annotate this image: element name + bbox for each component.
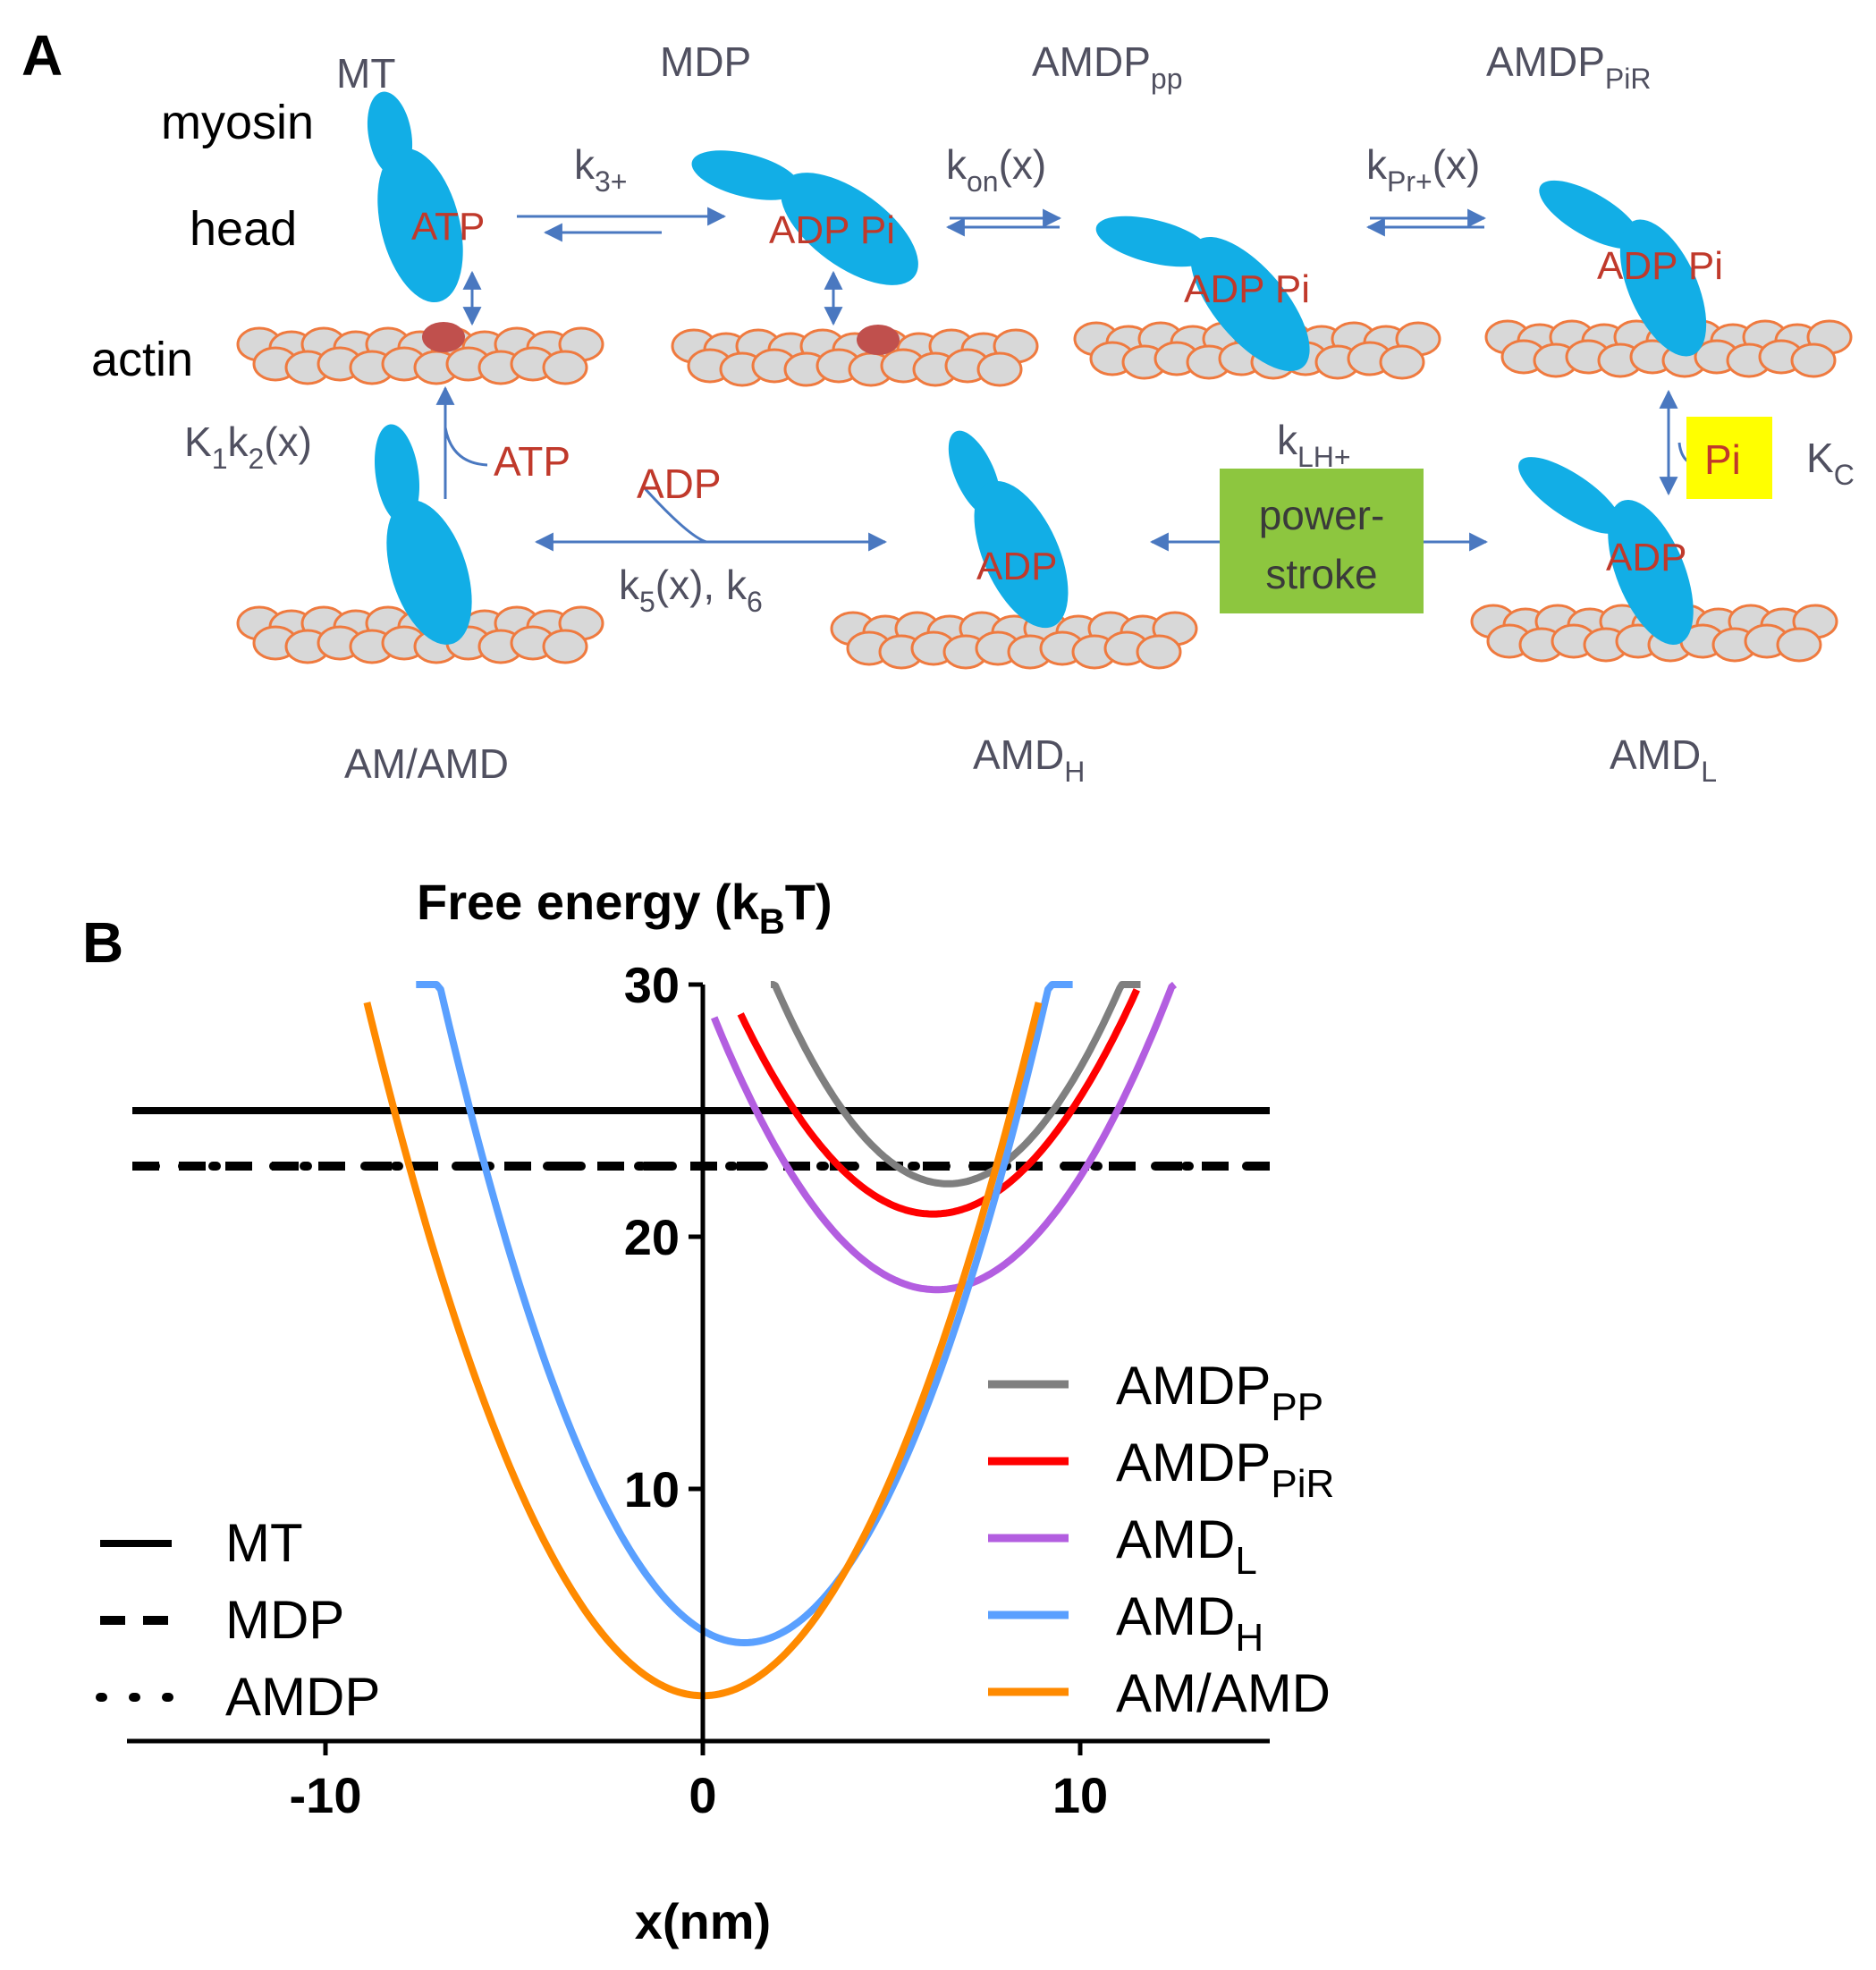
powerstroke-line1: power- bbox=[1259, 492, 1385, 538]
rate-k3: k3+ bbox=[574, 141, 627, 198]
head-label-amdp-pp: ADP Pi bbox=[1184, 267, 1310, 311]
pi-box bbox=[1686, 417, 1772, 499]
rate-klh: kLH+ bbox=[1277, 417, 1351, 473]
panel-a-label: A bbox=[21, 23, 63, 88]
actin-filament-amdp-pir bbox=[1484, 319, 1853, 378]
x-axis-label: x(nm) bbox=[635, 1893, 771, 1949]
legend-label-amd_h: AMDH bbox=[1116, 1586, 1263, 1660]
legend-label-amdp: AMDP bbox=[225, 1667, 380, 1727]
head-label-amd-l: ADP bbox=[1606, 536, 1686, 579]
state-am-amd-label: AM/AMD bbox=[344, 740, 509, 787]
series-curve-amdp_pir bbox=[737, 988, 1140, 1218]
x-tick-label: -10 bbox=[290, 1767, 362, 1823]
powerstroke-box bbox=[1220, 469, 1424, 613]
x-tick-label: 0 bbox=[689, 1767, 716, 1823]
rate-k1k2: K1k2(x) bbox=[184, 419, 312, 475]
panel-b-label: B bbox=[82, 910, 123, 975]
actin-label: actin bbox=[91, 333, 193, 386]
actin-monomer bbox=[542, 629, 588, 664]
ligand-atp: ATP bbox=[494, 438, 570, 485]
rate-kon: kon(x) bbox=[946, 141, 1046, 198]
legend-label-mt: MT bbox=[225, 1513, 303, 1573]
panel-b: B Free energy (kBT) x(nm) -10 0 10 10 20 30 M… bbox=[82, 874, 1334, 1949]
actin-monomer bbox=[1379, 344, 1425, 380]
ligand-pi: Pi bbox=[1704, 436, 1741, 483]
actin-monomer bbox=[542, 350, 588, 385]
myosin-head-amd-h bbox=[948, 430, 1069, 629]
chart-title: Free energy (kBT) bbox=[417, 874, 832, 942]
state-amd-l-label: AMDL bbox=[1610, 731, 1717, 788]
rate-kc: KC bbox=[1806, 435, 1855, 491]
head-label-mdp: ADP Pi bbox=[769, 208, 895, 252]
actin-filament-mdp bbox=[671, 328, 1039, 387]
powerstroke-line2: stroke bbox=[1265, 551, 1377, 597]
series-curve-amd_l bbox=[710, 981, 1178, 1294]
state-amdp-pir-label: AMDPPiR bbox=[1486, 38, 1651, 95]
myosin-head-amd-l bbox=[1518, 457, 1694, 645]
head-label: head bbox=[190, 202, 297, 256]
y-tick-label: 10 bbox=[624, 1461, 680, 1518]
legend-label-amdp_pp: AMDPPP bbox=[1116, 1356, 1323, 1429]
actin-monomer bbox=[976, 351, 1023, 387]
actin-filament-amd-l bbox=[1470, 604, 1838, 663]
ligand-adp: ADP bbox=[637, 461, 722, 507]
legend-label-amdp_pir: AMDPPiR bbox=[1116, 1433, 1334, 1506]
x-tick-label: 10 bbox=[1052, 1767, 1108, 1823]
myosin-head-am-amd bbox=[374, 424, 472, 645]
legend-label-amd_l: AMDL bbox=[1116, 1509, 1257, 1583]
panel-a: A myosin head actin MT MDP AMDPpp AMDPPi… bbox=[21, 23, 1855, 788]
state-amdp-pp-label: AMDPpp bbox=[1032, 38, 1183, 95]
series-curve-amd_h bbox=[416, 981, 1073, 1646]
myosin-head-amdp-pp bbox=[1095, 216, 1310, 372]
head-label-mt: ATP bbox=[411, 205, 485, 249]
state-amd-h-label: AMDH bbox=[973, 731, 1085, 788]
legend-label-mdp: MDP bbox=[225, 1590, 344, 1650]
actin-monomer bbox=[1776, 627, 1822, 663]
head-label-amd-h: ADP bbox=[976, 545, 1057, 588]
actin-filament-amd-h bbox=[830, 611, 1198, 670]
myosin-label: myosin bbox=[161, 96, 314, 149]
series-curve-amdp_pp bbox=[769, 981, 1142, 1188]
y-tick-label: 20 bbox=[624, 1209, 680, 1265]
rate-k5k6: k5(x), k6 bbox=[619, 562, 763, 618]
myosin-head-mdp bbox=[691, 150, 918, 285]
actin-monomer bbox=[1790, 342, 1837, 378]
state-mt-label: MT bbox=[336, 50, 395, 97]
myosin-head-mt bbox=[367, 91, 463, 303]
actin-monomer bbox=[1136, 634, 1182, 670]
head-label-amdp-pir: ADP Pi bbox=[1597, 244, 1723, 288]
plot-axes: -10 0 10 10 20 30 bbox=[127, 957, 1270, 1823]
actin-filament-mt bbox=[236, 326, 604, 385]
myosin-head-amdp-pir bbox=[1539, 180, 1707, 357]
actin-binding-site-mdp bbox=[857, 325, 900, 355]
y-tick-label: 30 bbox=[624, 957, 680, 1013]
transition-arrows bbox=[435, 207, 1696, 552]
actin-binding-site-mt bbox=[422, 322, 465, 352]
rate-kpr: kPr+(x) bbox=[1366, 141, 1480, 198]
state-mdp-label: MDP bbox=[660, 38, 751, 85]
actin-filament-am-amd bbox=[236, 605, 604, 664]
legend-bottom-left: MT MDP AMDP bbox=[96, 1513, 380, 1727]
legend-label-am_amd: AM/AMD bbox=[1116, 1663, 1331, 1723]
